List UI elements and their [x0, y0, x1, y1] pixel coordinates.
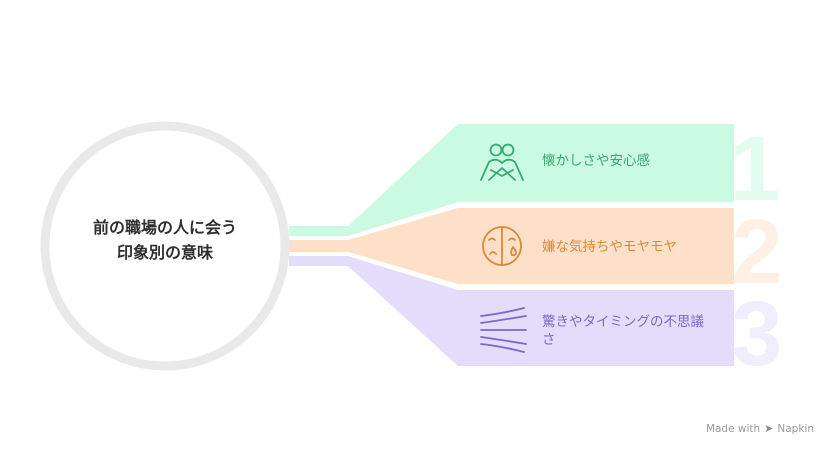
napkin-logo-icon: ➤ — [764, 422, 774, 435]
item-label-3: 驚きやタイミングの不思議さ — [542, 314, 704, 348]
center-title-line2: 印象別の意味 — [116, 243, 213, 262]
center-circle — [40, 121, 290, 371]
center-title-line1: 前の職場の人に会う — [92, 218, 237, 237]
item-label-2: 嫌な気持ちやモヤモヤ — [542, 239, 677, 255]
band-1 — [289, 124, 734, 236]
watermark: Made with ➤ Napkin — [706, 422, 814, 435]
number-3: 3 — [731, 283, 782, 385]
number-2: 2 — [731, 201, 782, 303]
band-2 — [289, 208, 734, 284]
item-label-1: 懐かしさや安心感 — [542, 153, 650, 169]
sad-face-icon — [482, 226, 522, 266]
wind-icon — [480, 307, 527, 353]
watermark-brand: Napkin — [777, 422, 814, 435]
hug-icon — [480, 143, 524, 181]
center-title: 前の職場の人に会う 印象別の意味 — [40, 215, 290, 265]
watermark-text: Made with — [705, 422, 761, 435]
number-1: 1 — [729, 118, 780, 220]
